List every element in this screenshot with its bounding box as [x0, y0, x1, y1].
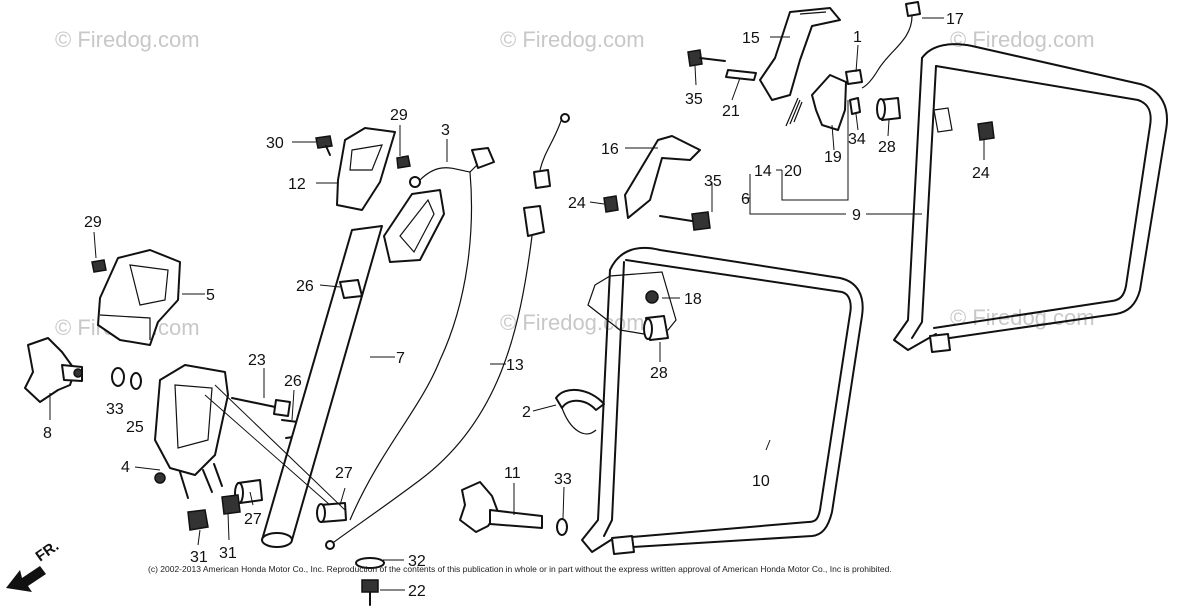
- part-19-plate: [811, 74, 847, 131]
- callout-6: 6: [741, 191, 750, 208]
- callout-4: 4: [121, 459, 130, 476]
- part-22-bolt: [361, 579, 379, 606]
- callout-27: 27: [335, 465, 353, 482]
- part-16-bracket: [624, 135, 701, 219]
- part-27-bushing: [316, 502, 347, 523]
- part-33-washer: [556, 518, 568, 536]
- callout-16: 16: [601, 141, 619, 158]
- callout-19: 19: [824, 149, 842, 166]
- callout-20: 20: [784, 163, 802, 180]
- callout-26: 26: [296, 278, 314, 295]
- part-5-cover: [97, 249, 181, 346]
- callout-2: 2: [522, 404, 531, 421]
- part-9-handle: [893, 43, 1168, 353]
- callout-26: 26: [284, 373, 302, 390]
- part-28-bushing: [876, 97, 901, 121]
- callout-29: 29: [390, 107, 408, 124]
- callout-leaders: [49, 17, 985, 591]
- callout-24: 24: [972, 165, 990, 182]
- assembly-lines: [204, 384, 346, 511]
- callout-7: 7: [396, 350, 405, 367]
- callout-8: 8: [43, 425, 52, 442]
- copyright-notice: (c) 2002-2013 American Honda Motor Co., …: [148, 564, 892, 574]
- callout-11: 11: [504, 465, 521, 482]
- part-25-washer: [130, 372, 142, 390]
- part-15-lever: [759, 7, 841, 101]
- callout-31: 31: [219, 545, 237, 562]
- part-31-nut: [187, 509, 209, 531]
- part-34-clip: [849, 97, 861, 115]
- part-23-bolt: [231, 397, 291, 417]
- part-20-spring: [785, 97, 803, 127]
- watermark-text: © Firedog.com: [500, 310, 645, 335]
- part-24-nut: [603, 195, 619, 213]
- callout-15: 15: [742, 30, 760, 47]
- part-29-screw: [396, 155, 411, 169]
- callout-numbers: 30 29 3 12 29 5 26 7 23 26 13 2 11 33 33…: [43, 11, 990, 600]
- callout-14: 14: [754, 163, 772, 180]
- callout-9: 9: [852, 207, 861, 224]
- callout-33: 33: [554, 471, 572, 488]
- part-10-handle: [581, 246, 864, 555]
- part-3-switch-wire: [349, 147, 495, 521]
- callout-28: 28: [878, 139, 896, 156]
- part-30-screw: [315, 135, 333, 156]
- callout-3: 3: [441, 122, 450, 139]
- part-18-nut: [645, 290, 659, 304]
- callout-13: 13: [506, 357, 524, 374]
- watermark-text: © Firedog.com: [500, 27, 645, 52]
- front-direction-arrow: FR.: [6, 537, 62, 592]
- watermark-text: © Firedog.com: [950, 305, 1095, 330]
- part-11-knob: [459, 481, 543, 533]
- callout-23: 23: [248, 352, 266, 369]
- callout-22: 22: [408, 583, 426, 600]
- callout-33: 33: [106, 401, 124, 418]
- part-21-pin: [725, 69, 757, 81]
- part-7-lower-pipe: [261, 189, 445, 548]
- callout-18: 18: [684, 291, 702, 308]
- callout-27: 27: [244, 511, 262, 528]
- callout-5: 5: [206, 287, 215, 304]
- part-32-washer: [355, 557, 385, 569]
- part-2-band: [555, 388, 605, 435]
- front-label: FR.: [33, 537, 63, 565]
- part-26-clip: [339, 279, 363, 299]
- part-1-clip: [845, 69, 863, 85]
- callout-10: 10: [752, 473, 770, 490]
- part-31-nut: [221, 494, 241, 515]
- watermark-text: © Firedog.com: [55, 27, 200, 52]
- callout-35: 35: [685, 91, 703, 108]
- callout-32: 32: [408, 553, 426, 570]
- part-29-screw: [91, 259, 107, 273]
- callout-12: 12: [288, 176, 306, 193]
- callout-30: 30: [266, 135, 284, 152]
- callout-29: 29: [84, 214, 102, 231]
- watermark-text: © Firedog.com: [950, 27, 1095, 52]
- callout-17: 17: [946, 11, 964, 28]
- callout-34: 34: [848, 131, 866, 148]
- callout-28: 28: [650, 365, 668, 382]
- callout-24: 24: [568, 195, 586, 212]
- part-33-washer: [111, 367, 125, 387]
- callout-31: 31: [190, 549, 208, 566]
- part-4-bracket: [154, 364, 229, 499]
- callout-35: 35: [704, 173, 722, 190]
- callout-1: 1: [853, 29, 862, 46]
- part-35-bolt: [687, 49, 726, 67]
- part-17-wire: [861, 1, 921, 89]
- part-28-bushing: [643, 315, 669, 341]
- part-13-cable: [325, 113, 570, 550]
- callout-25: 25: [126, 419, 144, 436]
- part-12-cover: [336, 127, 396, 211]
- callout-21: 21: [722, 103, 740, 120]
- part-8-knob: [24, 337, 83, 403]
- part-24-nut: [977, 121, 995, 141]
- part-35-bolt: [659, 211, 711, 231]
